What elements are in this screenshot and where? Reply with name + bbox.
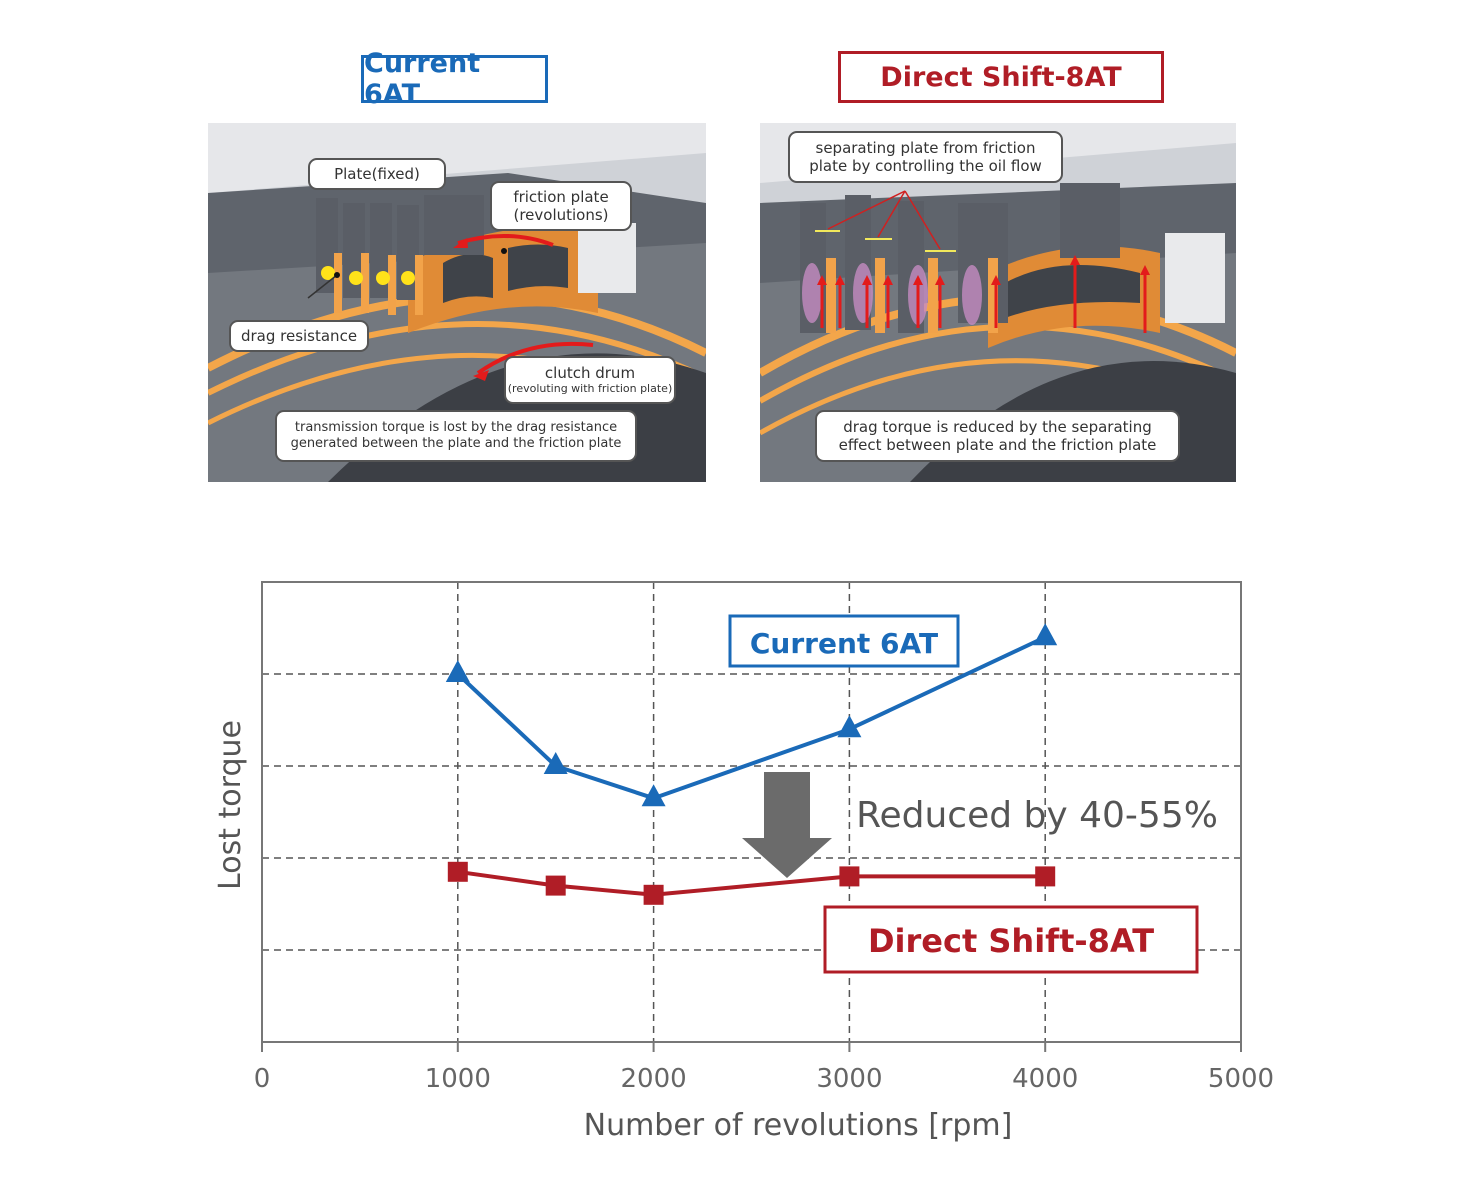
data-point-square xyxy=(1035,866,1056,887)
label-separating-1: separating plate from friction xyxy=(815,139,1036,157)
x-tick-label: 5000 xyxy=(1208,1064,1274,1094)
callout-clutch-drum: clutch drum (revoluting with friction pl… xyxy=(504,356,676,404)
callout-drag-reduced: drag torque is reduced by the separating… xyxy=(815,410,1180,462)
label-clutch-drum: clutch drum xyxy=(544,364,636,383)
series-line-direct-shift-8at xyxy=(457,869,1046,897)
data-point-triangle xyxy=(543,752,568,774)
x-tick-label: 0 xyxy=(254,1064,271,1094)
data-point-triangle xyxy=(837,715,862,738)
legend-box-direct-shift-8at xyxy=(823,905,1199,974)
x-tick-label: 3000 xyxy=(816,1064,882,1094)
reduction-arrow-icon xyxy=(742,772,832,878)
callout-plate-fixed: Plate(fixed) xyxy=(308,158,446,190)
callout-separating-plate: separating plate from friction plate by … xyxy=(788,131,1063,183)
label-transmission-2: generated between the plate and the fric… xyxy=(290,436,622,451)
callout-friction-plate: friction plate (revolutions) xyxy=(490,181,632,231)
data-point-triangle xyxy=(445,660,470,682)
data-point-square xyxy=(447,861,468,882)
label-drag-reduced-1: drag torque is reduced by the separating xyxy=(843,418,1152,436)
label-clutch-drum-note: (revoluting with friction plate) xyxy=(507,382,673,396)
x-ticks: 0 1000 2000 3000 4000 5000 xyxy=(254,1042,1274,1094)
plot-frame xyxy=(261,581,1242,1043)
data-point-triangle xyxy=(641,784,666,807)
series xyxy=(445,623,1058,905)
callout-transmission-torque: transmission torque is lost by the drag … xyxy=(275,410,637,462)
reduction-annotation: Reduced by 40-55% xyxy=(856,795,1218,836)
x-axis-label: Number of revolutions [rpm] xyxy=(584,1108,1013,1143)
label-transmission-1: transmission torque is lost by the drag … xyxy=(294,420,618,436)
legend-label-direct-shift-8at: Direct Shift-8AT xyxy=(868,922,1154,960)
label-friction-plate-revolutions: (revolutions) xyxy=(513,206,609,224)
illustration-direct-shift-8at: separating plate from friction plate by … xyxy=(760,123,1236,482)
series-line-current-6at xyxy=(456,635,1047,801)
callout-drag-resistance: drag resistance xyxy=(229,320,369,352)
x-tick-label: 2000 xyxy=(621,1064,687,1094)
legend-label-current-6at: Current 6AT xyxy=(750,627,938,660)
title-current-6at: Current 6AT xyxy=(361,48,548,110)
x-tick-label: 1000 xyxy=(425,1064,491,1094)
title-direct-shift-8at: Direct Shift-8AT xyxy=(838,51,1164,103)
data-point-square xyxy=(545,875,566,896)
label-drag-resistance: drag resistance xyxy=(240,327,358,345)
x-tick-label: 4000 xyxy=(1012,1064,1078,1094)
label-drag-reduced-2: effect between plate and the friction pl… xyxy=(838,436,1157,454)
illustration-current-6at: Plate(fixed) friction plate (revolutions… xyxy=(208,123,706,482)
data-point-square xyxy=(643,884,664,905)
grid xyxy=(262,582,1241,1042)
label-friction-plate: friction plate xyxy=(513,188,609,206)
label-plate-fixed: Plate(fixed) xyxy=(334,165,420,183)
data-point-square xyxy=(839,866,860,887)
legend-box-current-6at xyxy=(728,614,960,668)
label-separating-2: plate by controlling the oil flow xyxy=(809,157,1042,175)
y-axis-label: Lost torque xyxy=(213,720,248,890)
data-point-triangle xyxy=(1033,623,1058,646)
